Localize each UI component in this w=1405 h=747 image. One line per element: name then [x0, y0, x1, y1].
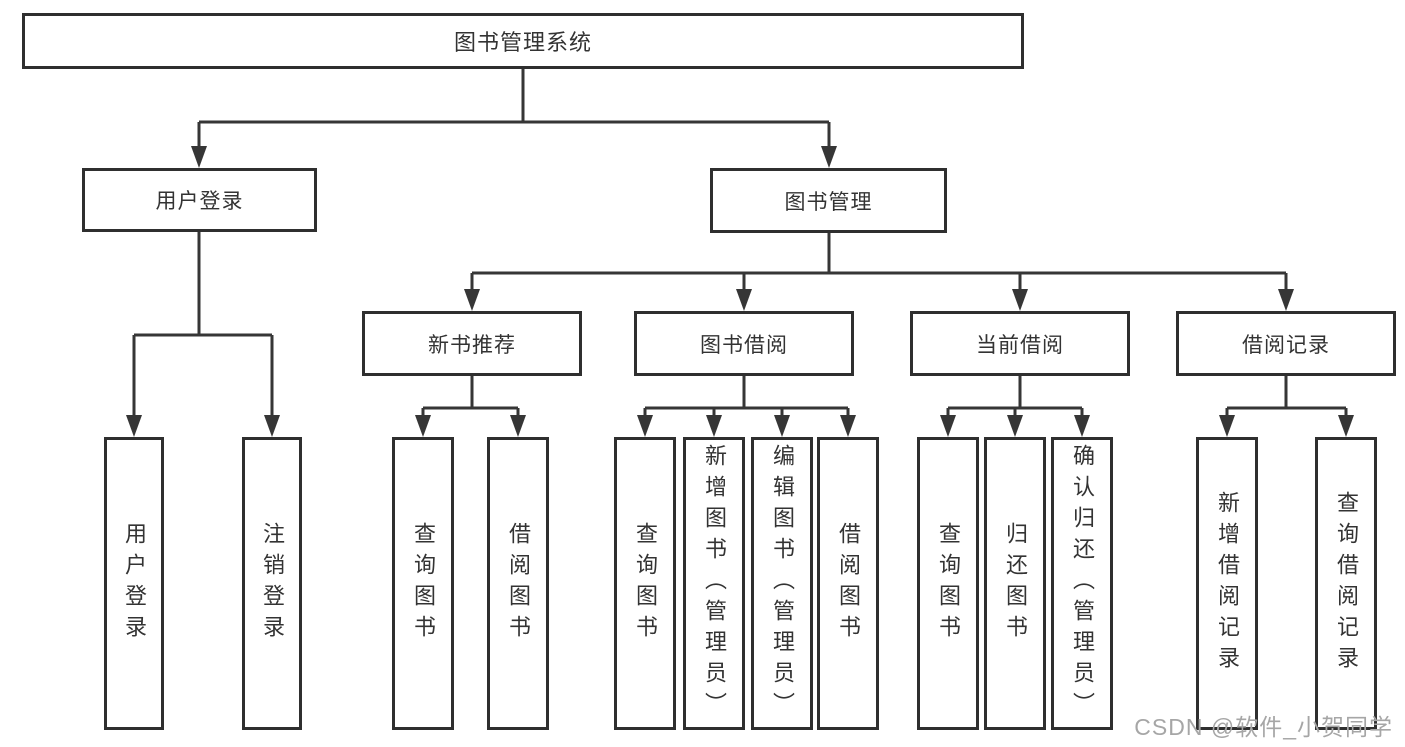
node-root-label: 图书管理系统 [453, 30, 592, 55]
leaf-user-login: 用户登录 [104, 437, 164, 730]
leaf-return-books-label: 归还图书 [1003, 521, 1028, 646]
node-new-book-recommend: 新书推荐 [362, 311, 582, 376]
leaf-add-borrow-record-label: 新增借阅记录 [1215, 490, 1240, 677]
node-book-borrow: 图书借阅 [634, 311, 854, 376]
node-book-management: 图书管理 [710, 168, 947, 233]
arrow-down-icon [840, 415, 856, 437]
arrow-down-icon [264, 415, 280, 437]
leaf-current-query-books-label: 查询图书 [936, 521, 961, 646]
node-borrow-record: 借阅记录 [1176, 311, 1396, 376]
arrow-down-icon [1219, 415, 1235, 437]
leaf-borrow-query-books-label: 查询图书 [633, 521, 658, 646]
node-root: 图书管理系统 [22, 13, 1024, 69]
arrow-down-icon [736, 289, 752, 311]
leaf-newbook-query-books: 查询图书 [392, 437, 454, 730]
node-book-borrow-label: 图书借阅 [700, 333, 788, 357]
node-borrow-record-label: 借阅记录 [1242, 333, 1330, 357]
leaf-add-book-admin: 新增图书（管理员） [683, 437, 745, 730]
node-book-management-label: 图书管理 [784, 190, 873, 214]
node-current-borrow-label: 当前借阅 [976, 333, 1064, 357]
leaf-user-login-label: 用户登录 [122, 521, 147, 646]
arrow-down-icon [706, 415, 722, 437]
node-current-borrow: 当前借阅 [910, 311, 1130, 376]
leaf-query-borrow-record: 查询借阅记录 [1315, 437, 1377, 730]
arrow-down-icon [415, 415, 431, 437]
leaf-query-borrow-record-label: 查询借阅记录 [1334, 490, 1359, 677]
leaf-add-book-admin-label: 新增图书（管理员） [702, 444, 727, 723]
arrow-down-icon [774, 415, 790, 437]
arrow-down-icon [1338, 415, 1354, 437]
arrow-down-icon [1007, 415, 1023, 437]
leaf-edit-book-admin: 编辑图书（管理员） [751, 437, 813, 730]
leaf-confirm-return-admin-label: 确认归还（管理员） [1070, 444, 1095, 723]
leaf-borrow-borrow-books-label: 借阅图书 [836, 521, 861, 646]
leaf-confirm-return-admin: 确认归还（管理员） [1051, 437, 1113, 730]
leaf-borrow-borrow-books: 借阅图书 [817, 437, 879, 730]
arrow-down-icon [821, 146, 837, 168]
arrow-down-icon [1278, 289, 1294, 311]
node-user-login: 用户登录 [82, 168, 317, 232]
leaf-add-borrow-record: 新增借阅记录 [1196, 437, 1258, 730]
node-new-book-recommend-label: 新书推荐 [428, 333, 516, 357]
leaf-newbook-borrow-books-label: 借阅图书 [506, 521, 531, 646]
arrow-down-icon [191, 146, 207, 168]
arrow-down-icon [1074, 415, 1090, 437]
leaf-logout-label: 注销登录 [260, 521, 285, 646]
node-user-login-label: 用户登录 [155, 190, 244, 213]
arrow-down-icon [126, 415, 142, 437]
leaf-newbook-borrow-books: 借阅图书 [487, 437, 549, 730]
leaf-newbook-query-books-label: 查询图书 [411, 521, 436, 646]
arrow-down-icon [940, 415, 956, 437]
arrow-down-icon [510, 415, 526, 437]
leaf-return-books: 归还图书 [984, 437, 1046, 730]
arrow-down-icon [1012, 289, 1028, 311]
leaf-logout: 注销登录 [242, 437, 302, 730]
arrow-down-icon [637, 415, 653, 437]
leaf-edit-book-admin-label: 编辑图书（管理员） [770, 444, 795, 723]
leaf-borrow-query-books: 查询图书 [614, 437, 676, 730]
csdn-watermark: CSDN @软件_小贺同学 [1134, 714, 1393, 740]
leaf-current-query-books: 查询图书 [917, 437, 979, 730]
arrow-down-icon [464, 289, 480, 311]
